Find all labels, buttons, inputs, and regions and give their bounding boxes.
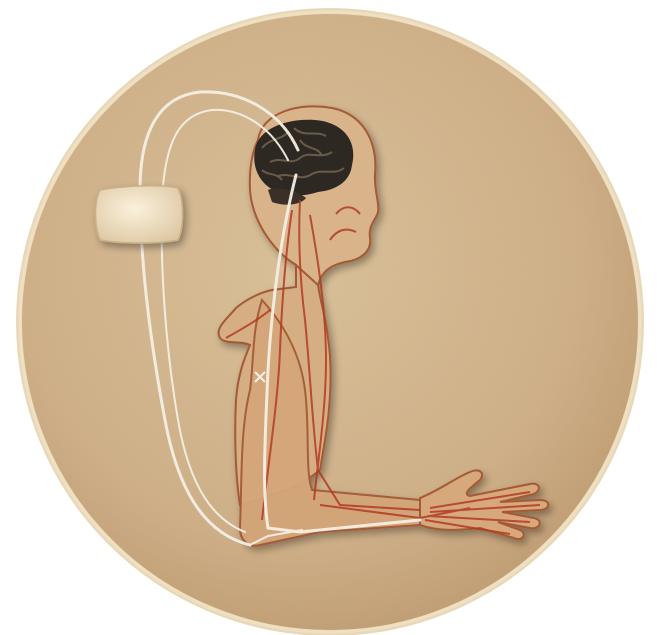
external-pad: [96, 186, 183, 243]
background-disc: [16, 8, 644, 635]
